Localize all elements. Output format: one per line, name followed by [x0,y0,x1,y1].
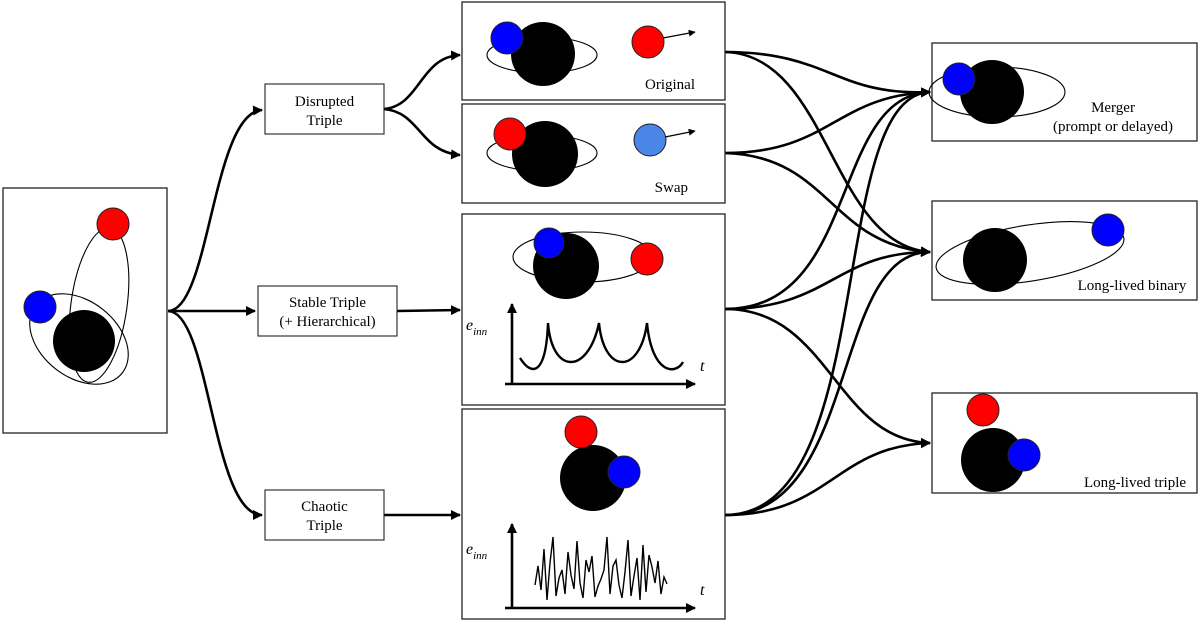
original-outcome-panel: Original [461,1,726,101]
escape-velocity-arrow [662,29,696,39]
original-label: Original [645,77,695,93]
blue-star [533,227,565,259]
long-lived-binary-panel: Long-lived binary [931,200,1198,301]
escape-velocity-arrow [664,128,696,138]
long-lived-triple-panel: Long-lived triple [931,392,1198,494]
label-stable-triple: Stable Triple (+ Hierarchical) [257,285,398,337]
y-axis-symbol: einn [466,541,488,562]
label-disrupted-line2: Triple [306,113,342,129]
arrow-chaotic-to-binary [724,247,931,517]
x-axis-symbol: t [700,582,705,599]
arrow-swap-to-binary [724,151,931,257]
label-chaotic-triple: Chaotic Triple [264,489,385,541]
blue-star [23,290,57,324]
label-stable-line2: (+ Hierarchical) [279,314,375,330]
triple-label: Long-lived triple [1084,475,1186,491]
red-star [631,25,665,59]
stable-triple-panel: einn t [461,213,726,406]
x-axis-symbol: t [700,358,705,375]
blue-star [607,455,641,489]
swapped-star [633,123,667,157]
black-hole [961,428,1025,492]
blue-star [490,21,524,55]
initial-configuration-panel [2,187,168,434]
merger-outcome-panel: Merger (prompt or delayed) [928,42,1198,142]
arrow-original-to-merger [724,50,931,98]
eccentricity-plot: einn t [466,303,705,389]
merger-label-line2: (prompt or delayed) [1053,119,1173,135]
binary-label: Long-lived binary [1078,278,1187,294]
label-disrupted-line1: Disrupted [295,94,355,110]
y-axis-symbol: einn [466,317,488,338]
black-hole [512,121,578,187]
arrow-original-to-binary [724,50,931,257]
arrow-stable-to-binary [724,247,931,311]
arrow-stable-to-merger [724,87,931,311]
arrow-swap-to-merger [724,87,931,155]
arrow-disrupted-to-swap [383,107,461,160]
black-hole [511,22,575,86]
binary-orbit [935,221,1125,285]
label-stable-line1: Stable Triple [289,295,366,311]
chaotic-eccentricity-curve [534,536,668,601]
black-hole [960,60,1024,124]
swap-outcome-panel: Swap [461,103,726,204]
arrow-chaotic-to-merger [724,87,931,517]
label-chaotic-line2: Triple [306,518,342,534]
arrow-disrupted-to-original [383,50,461,111]
blue-star [1091,213,1125,247]
red-star [96,207,130,241]
red-star [630,242,664,276]
black-hole [963,228,1027,292]
swap-label: Swap [655,180,688,196]
oscillating-eccentricity-curve [518,322,685,371]
red-star [966,393,1000,427]
red-star [493,117,527,151]
chaotic-triple-panel: einn t [461,408,726,620]
arrow-chaotic-to-triple [724,438,931,517]
flow-arrows [167,50,931,520]
arrow-stable-to-panel [396,305,461,316]
blue-star [1007,438,1041,472]
label-chaotic-line1: Chaotic [301,499,348,515]
blue-star [942,62,976,96]
label-disrupted-triple: Disrupted Triple [264,83,385,135]
black-hole [53,310,115,372]
eccentricity-plot: einn t [466,523,705,613]
black-hole [560,445,626,511]
red-star [564,415,598,449]
arrow-initial-to-chaotic [167,309,263,520]
arrow-initial-to-disrupted [167,105,263,313]
merger-label-line1: Merger [1091,100,1135,116]
